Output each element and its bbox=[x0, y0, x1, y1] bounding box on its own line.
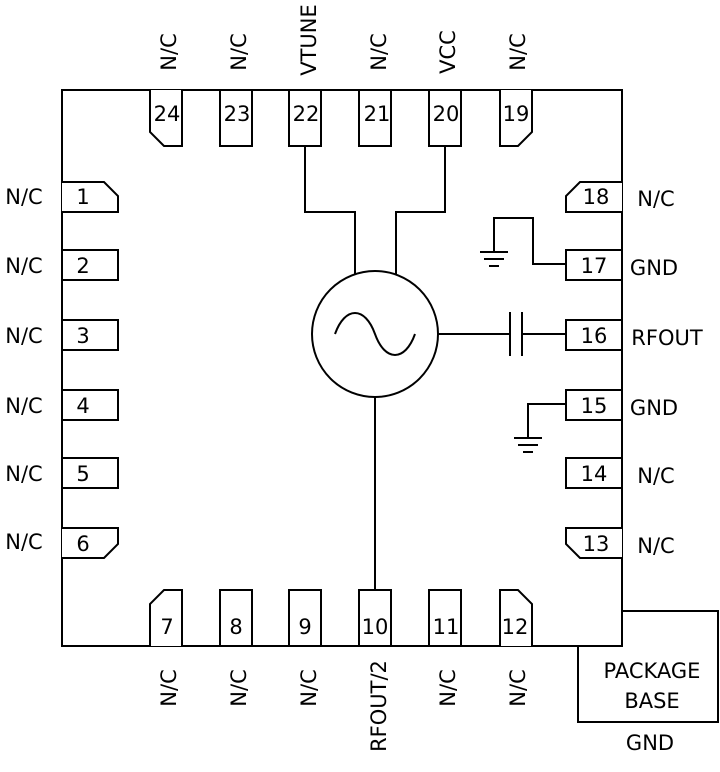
pin-17-label: GND bbox=[630, 256, 678, 280]
pin-23 bbox=[219, 89, 253, 147]
pin-7-number: 7 bbox=[160, 615, 173, 639]
sine-wave-icon bbox=[334, 312, 416, 356]
pin-8-label: N/C bbox=[227, 669, 251, 706]
ground-symbol-icon bbox=[480, 251, 508, 267]
vtune-wire bbox=[304, 146, 356, 274]
pin-18 bbox=[565, 181, 622, 213]
pin-9-label: N/C bbox=[297, 669, 321, 706]
package-base-label-2: BASE bbox=[624, 689, 679, 713]
pin-12-label: N/C bbox=[506, 669, 530, 706]
pin-14 bbox=[565, 457, 623, 489]
pin-20-label: VCC bbox=[436, 30, 460, 74]
pin-15 bbox=[565, 389, 623, 421]
pin-12-number: 12 bbox=[502, 615, 529, 639]
package-body bbox=[61, 89, 623, 647]
pin-24-number: 24 bbox=[154, 102, 181, 126]
pin-12 bbox=[499, 589, 533, 646]
pin-9 bbox=[288, 589, 322, 647]
gnd-17-wire bbox=[493, 217, 566, 265]
pin-21-number: 21 bbox=[364, 102, 391, 126]
pin-4-number: 4 bbox=[76, 394, 89, 418]
pin-14-label: N/C bbox=[637, 464, 674, 488]
pin-7 bbox=[149, 589, 183, 646]
pin-1-number: 1 bbox=[76, 185, 89, 209]
pin-2-label: N/C bbox=[5, 254, 42, 278]
pin-1 bbox=[62, 181, 119, 213]
pin-4 bbox=[61, 389, 119, 421]
pin-3 bbox=[61, 319, 119, 351]
pin-21-label: N/C bbox=[367, 33, 391, 70]
package-base-box bbox=[577, 610, 719, 723]
pin-24 bbox=[149, 90, 183, 147]
pin-19-label: N/C bbox=[506, 33, 530, 70]
pin-17-number: 17 bbox=[581, 254, 608, 278]
pin-9-number: 9 bbox=[298, 615, 311, 639]
ground-symbol-icon bbox=[514, 437, 542, 453]
pin-23-number: 23 bbox=[224, 102, 251, 126]
pin-13 bbox=[565, 527, 622, 559]
pin-17 bbox=[565, 249, 623, 281]
pin-16-number: 16 bbox=[581, 324, 608, 348]
vcc-wire bbox=[395, 146, 446, 274]
pin-19-number: 19 bbox=[503, 102, 530, 126]
pin-13-number: 13 bbox=[583, 532, 610, 556]
pin-10 bbox=[358, 589, 392, 647]
pin-18-number: 18 bbox=[583, 185, 610, 209]
pin-21 bbox=[358, 89, 392, 147]
gnd-15-wire bbox=[527, 403, 566, 438]
pin-18-label: N/C bbox=[637, 187, 674, 211]
pin-8-number: 8 bbox=[229, 615, 242, 639]
pin-6-label: N/C bbox=[5, 530, 42, 554]
pin-13-label: N/C bbox=[637, 534, 674, 558]
pin-6-number: 6 bbox=[76, 532, 89, 556]
pin-24-label: N/C bbox=[157, 33, 181, 70]
pin-5-label: N/C bbox=[5, 462, 42, 486]
pin-10-number: 10 bbox=[362, 615, 389, 639]
pin-19 bbox=[499, 90, 533, 147]
package-base-gnd-label: GND bbox=[626, 731, 674, 755]
pin-14-number: 14 bbox=[581, 462, 608, 486]
package-base-label: PACKAGE bbox=[604, 659, 701, 683]
pin-10-label: RFOUT/2 bbox=[367, 660, 391, 752]
pin-5 bbox=[61, 457, 119, 489]
pin-7-label: N/C bbox=[157, 669, 181, 706]
pin-3-label: N/C bbox=[5, 324, 42, 348]
pin-16-label: RFOUT bbox=[631, 326, 703, 350]
pin-4-label: N/C bbox=[5, 394, 42, 418]
pin-11-label: N/C bbox=[436, 669, 460, 706]
pin-23-label: N/C bbox=[227, 33, 251, 70]
pin-2 bbox=[61, 249, 119, 281]
pin-1-label: N/C bbox=[5, 185, 42, 209]
pin-6 bbox=[62, 527, 119, 559]
pin-11-number: 11 bbox=[433, 615, 460, 639]
pin-15-number: 15 bbox=[581, 394, 608, 418]
pin-20 bbox=[428, 89, 462, 147]
pin-2-number: 2 bbox=[76, 254, 89, 278]
pin-8 bbox=[219, 589, 253, 647]
pin-22-label: VTUNE bbox=[297, 4, 321, 76]
pin-22-number: 22 bbox=[293, 102, 320, 126]
pin-11 bbox=[428, 589, 462, 647]
pin-15-label: GND bbox=[630, 396, 678, 420]
pin-3-number: 3 bbox=[76, 324, 89, 348]
pin-5-number: 5 bbox=[76, 462, 89, 486]
pin-20-number: 20 bbox=[433, 102, 460, 126]
